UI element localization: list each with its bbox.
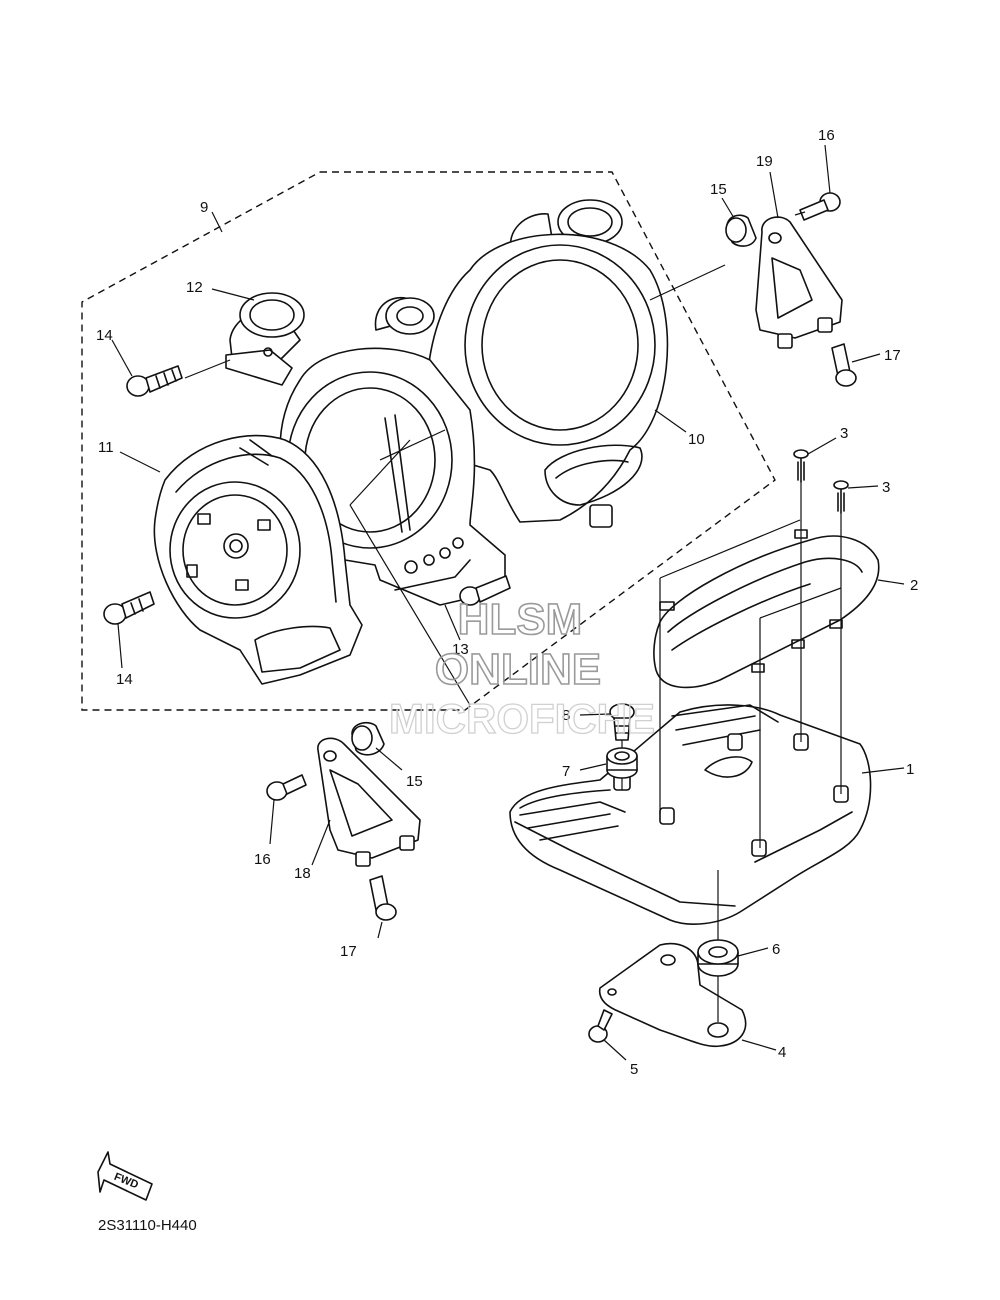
part-18-bracket — [317, 737, 421, 867]
callout-17-lower: 17 — [340, 943, 357, 960]
part-15-damper-top — [725, 214, 757, 247]
callout-3-lower: 3 — [882, 479, 890, 496]
callout-9: 9 — [200, 199, 208, 216]
part-14-screw-top — [126, 365, 183, 397]
callout-14-lower: 14 — [116, 671, 133, 688]
callout-8: 8 — [562, 707, 570, 724]
callout-14-upper: 14 — [96, 327, 113, 344]
callout-12: 12 — [186, 279, 203, 296]
part-1-housing — [509, 704, 872, 925]
callout-10: 10 — [688, 431, 705, 448]
part-16-screw-top — [799, 192, 841, 221]
part-7-grommet — [606, 747, 638, 779]
callout-17-upper: 17 — [884, 347, 901, 364]
watermark-line-1: HLSM — [458, 595, 583, 644]
forward-direction-arrow: FWD — [97, 1151, 153, 1201]
part-16-screw-bottom — [266, 774, 307, 801]
callout-3-upper: 3 — [840, 425, 848, 442]
callout-5: 5 — [630, 1061, 638, 1078]
callout-15-upper: 15 — [710, 181, 727, 198]
part-12-socket — [225, 292, 305, 386]
callout-7: 7 — [562, 763, 570, 780]
part-14-screw-center — [459, 575, 511, 606]
part-17-screw-top — [831, 343, 857, 387]
callout-6: 6 — [772, 941, 780, 958]
arrow-icon — [97, 1151, 153, 1201]
callout-4: 4 — [778, 1044, 786, 1061]
callout-2: 2 — [910, 577, 918, 594]
part-15-damper-bottom — [351, 721, 385, 756]
assembly-guide-lines — [184, 211, 842, 1022]
callout-1: 1 — [906, 761, 914, 778]
watermark: HLSM ONLINE MICROFICHE — [388, 594, 655, 742]
callout-leaders — [111, 144, 905, 1061]
assembly-boundary — [81, 171, 776, 711]
part-4-stay — [598, 943, 747, 1048]
callout-16-upper: 16 — [818, 127, 835, 144]
part-14-screw-bottom — [103, 591, 155, 625]
part-11-meter-cover — [153, 434, 363, 685]
part-2-cover — [653, 529, 880, 689]
callout-18: 18 — [294, 865, 311, 882]
callout-15-lower: 15 — [406, 773, 423, 790]
callout-16-lower: 16 — [254, 851, 271, 868]
part-5-bolt — [588, 1009, 613, 1043]
part-8-screw — [609, 703, 635, 741]
callout-19: 19 — [756, 153, 773, 170]
part-3-screw-right — [833, 480, 849, 514]
drawing-code: 2S31110-H440 — [98, 1217, 197, 1234]
part-6-grommet — [697, 939, 739, 977]
watermark-line-3: MICROFICHE — [389, 695, 655, 742]
callout-11: 11 — [98, 439, 114, 456]
part-17-screw-bottom — [369, 875, 397, 921]
watermark-line-2: ONLINE — [435, 645, 601, 694]
callout-labels: 1 2 3 3 4 5 6 7 8 9 10 11 12 13 14 14 15… — [96, 127, 918, 1078]
part-19-bracket — [755, 216, 843, 349]
callout-13: 13 — [452, 641, 469, 658]
part-3-screw-left — [793, 449, 809, 483]
